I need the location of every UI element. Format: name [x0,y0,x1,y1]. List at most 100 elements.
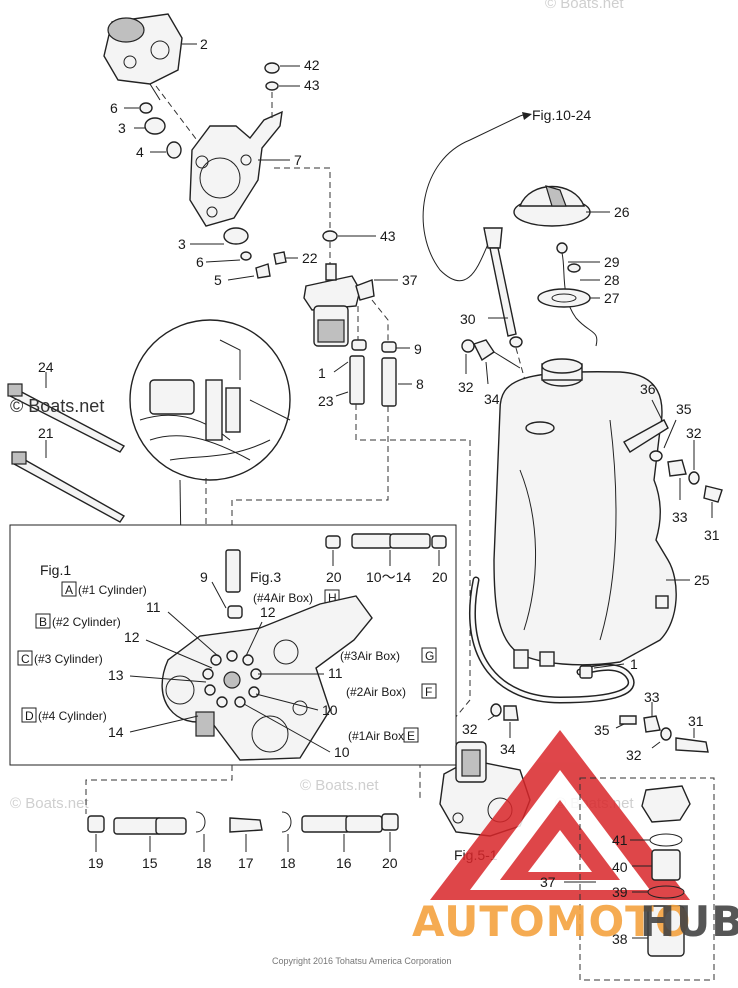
callout-5: 5 [214,272,222,288]
callout-39: 39 [612,884,628,900]
callout-34a: 34 [484,391,500,407]
brand-text-hub: HUB [640,897,738,946]
cyl-a-label: (#1 Cylinder) [78,583,147,597]
copyright-text: Copyright 2016 Tohatsu America Corporati… [272,956,451,966]
callout-23: 23 [318,393,334,409]
callout-38: 38 [612,931,628,947]
callout-18b: 18 [280,855,296,871]
callout-11b: 11 [328,665,343,681]
callout-8: 8 [416,376,424,392]
airbox-h-key: H [328,591,337,605]
callout-6a: 6 [110,100,118,116]
callout-32c: 32 [462,721,478,737]
callout-17: 17 [238,855,254,871]
callout-3b: 3 [178,236,186,252]
airbox-e-key: E [407,729,415,743]
fuel-gauge [483,227,523,348]
callout-12b: 12 [124,629,140,645]
callout-16: 16 [336,855,352,871]
fuel-manifold-plate [161,595,373,761]
callout-14: 14 [108,724,124,740]
callout-9a: 9 [414,341,422,357]
zoom-detail [129,319,291,481]
callout-37b: 37 [540,874,556,890]
callout-35b: 35 [594,722,610,738]
callout-2: 2 [200,36,208,52]
callout-11a: 11 [146,599,161,615]
cable-tie-21 [11,451,126,523]
callout-6b: 6 [196,254,204,270]
airbox-g-label: (#3Air Box) [340,649,400,663]
fig1-label: Fig.1 [40,562,71,578]
callout-7: 7 [294,152,302,168]
callout-20b: 20 [432,569,448,585]
callout-43a: 43 [304,77,320,93]
callout-15: 15 [142,855,158,871]
callout-33a: 33 [672,509,688,525]
callout-10a: 10 [322,702,338,718]
callout-20a: 20 [326,569,342,585]
callout-9b: 9 [200,569,208,585]
callout-36: 36 [640,381,656,397]
callout-28: 28 [604,272,620,288]
callout-37a: 37 [402,272,418,288]
cable-tie-24 [7,383,126,453]
cyl-b-key: B [39,615,47,629]
callout-30: 30 [460,311,476,327]
cyl-a-key: A [65,583,73,597]
callout-21: 21 [38,425,54,441]
callout-41: 41 [612,832,628,848]
callout-34b: 34 [500,741,516,757]
airbox-e-label: (#1Air Box) [348,729,408,743]
callout-10b: 10 [334,744,350,760]
callout-19: 19 [88,855,104,871]
cyl-c-label: (#3 Cylinder) [34,652,103,666]
callout-32d: 32 [626,747,642,763]
airbox-f-label: (#2Air Box) [346,685,406,699]
airbox-f-key: F [425,685,432,699]
callout-42: 42 [304,57,320,73]
callout-32b: 32 [686,425,702,441]
watermark-boats-top: © Boats.net [545,0,624,12]
airbox-h-label: (#4Air Box) [253,591,313,605]
watermark-boats-bottom-left: © Boats.net [10,795,89,812]
brand-watermark-triangle [430,730,690,900]
callout-1a: 1 [318,365,326,381]
cyl-b-label: (#2 Cylinder) [52,615,121,629]
fuel-filter-upper [303,263,375,347]
callout-35a: 35 [676,401,692,417]
brand-text-automoto: AUTOMOTO [412,897,692,946]
callout-4: 4 [136,144,144,160]
callout-18a: 18 [196,855,212,871]
callout-29: 29 [604,254,620,270]
watermark-boats-main: © Boats.net [10,396,104,416]
fig-10-24-ref: Fig.10-24 [532,107,591,123]
callout-33b: 33 [644,689,660,705]
filter-detail-frame [579,777,715,981]
callout-22: 22 [302,250,318,266]
callout-31b: 31 [688,713,704,729]
callout-13: 13 [108,667,124,683]
callout-32a: 32 [458,379,474,395]
callout-3a: 3 [118,120,126,136]
airbox-g-key: G [425,649,434,663]
callout-40: 40 [612,859,628,875]
cyl-c-key: C [21,652,30,666]
fuel-cap [513,185,591,227]
fuel-pump-assembly [103,13,183,101]
callout-20c: 20 [382,855,398,871]
fuel-tank [493,358,677,669]
callout-27: 27 [604,290,620,306]
callout-43b: 43 [380,228,396,244]
callout-12a: 12 [260,604,276,620]
callout-24: 24 [38,359,54,375]
callout-26: 26 [614,204,630,220]
cyl-d-key: D [25,709,34,723]
fig3-label: Fig.3 [250,569,281,585]
callout-10-14: 10～14 [366,569,411,585]
pump-bracket [189,110,283,227]
callout-25: 25 [694,572,710,588]
callout-1b: 1 [630,656,638,672]
cyl-d-label: (#4 Cylinder) [38,709,107,723]
